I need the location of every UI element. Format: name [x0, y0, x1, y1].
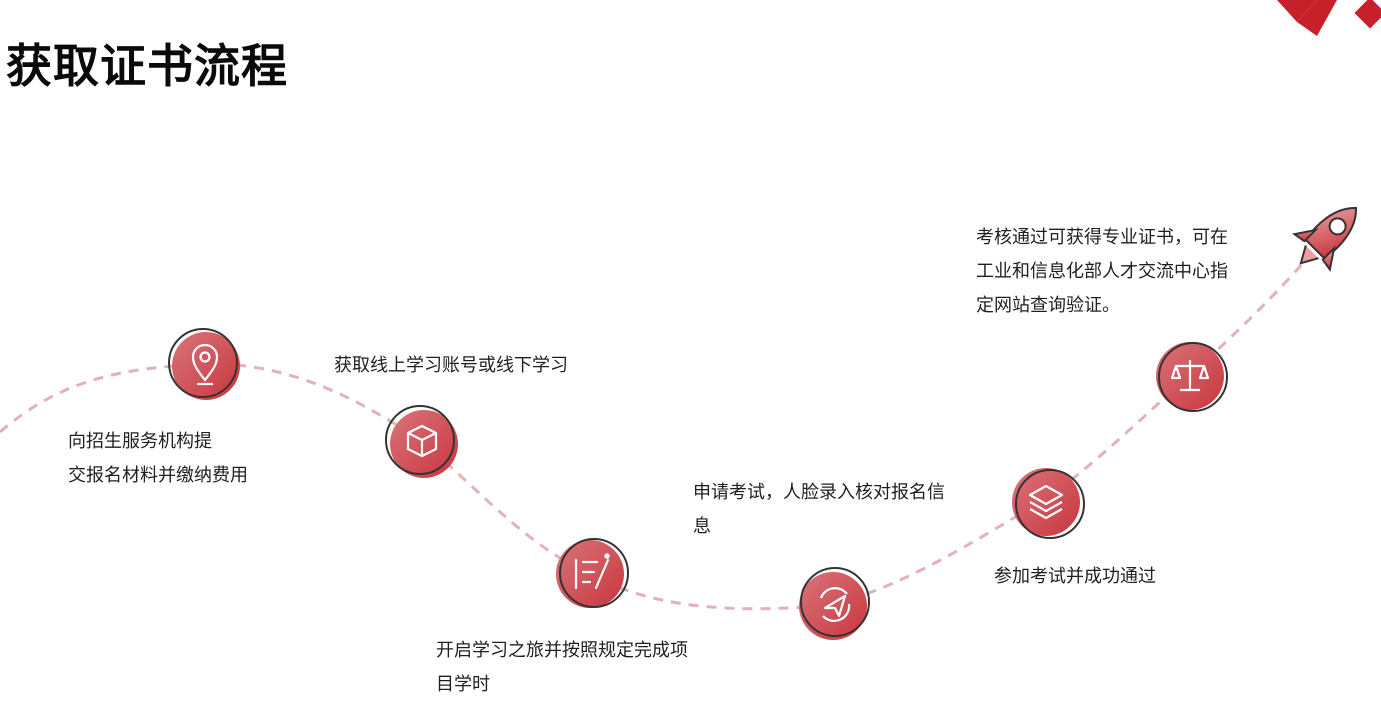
step-1-line-1: 向招生服务机构提	[68, 431, 212, 452]
step-3-text: 开启学习之旅并按照规定完成项 目学时	[436, 634, 688, 702]
step-5-line-1: 参加考试并成功通过	[994, 566, 1156, 587]
step-4-node	[799, 567, 870, 640]
checklist-icon	[574, 553, 610, 590]
rocket-icon	[1292, 207, 1357, 272]
step-3-node	[556, 538, 629, 608]
corner-decoration	[1277, 0, 1381, 36]
page-title: 获取证书流程	[6, 39, 288, 93]
step-6-node	[1156, 342, 1228, 412]
step-1-line-2: 交报名材料并缴纳费用	[68, 465, 248, 486]
step-2-text: 获取线上学习账号或线下学习	[334, 349, 568, 383]
step-2-line-1: 获取线上学习账号或线下学习	[334, 355, 568, 376]
step-3-line-1: 开启学习之旅并按照规定完成项	[436, 640, 688, 661]
step-6-line-1: 考核通过可获得专业证书，可在	[976, 227, 1228, 248]
step-3-line-2: 目学时	[436, 674, 490, 695]
cube-icon	[406, 424, 438, 458]
paper-plane-icon	[819, 587, 851, 623]
scale-icon	[1170, 360, 1210, 392]
step-6-text: 考核通过可获得专业证书，可在 工业和信息化部人才交流中心指 定网站查询验证。	[976, 221, 1228, 323]
step-4-line-2: 息	[693, 516, 711, 537]
step-1-text: 向招生服务机构提 交报名材料并缴纳费用	[68, 425, 248, 493]
step-6-line-2: 工业和信息化部人才交流中心指	[976, 261, 1228, 282]
step-5-text: 参加考试并成功通过	[994, 560, 1156, 594]
step-2-node	[385, 405, 458, 478]
location-pin-icon	[191, 343, 219, 386]
layers-icon	[1028, 484, 1064, 520]
step-6-line-3: 定网站查询验证。	[976, 295, 1120, 316]
step-5-node	[1012, 468, 1085, 539]
step-4-line-1: 申请考试，人脸录入核对报名信	[693, 482, 945, 503]
step-4-text: 申请考试，人脸录入核对报名信 息	[693, 476, 945, 544]
step-1-node	[168, 328, 240, 400]
